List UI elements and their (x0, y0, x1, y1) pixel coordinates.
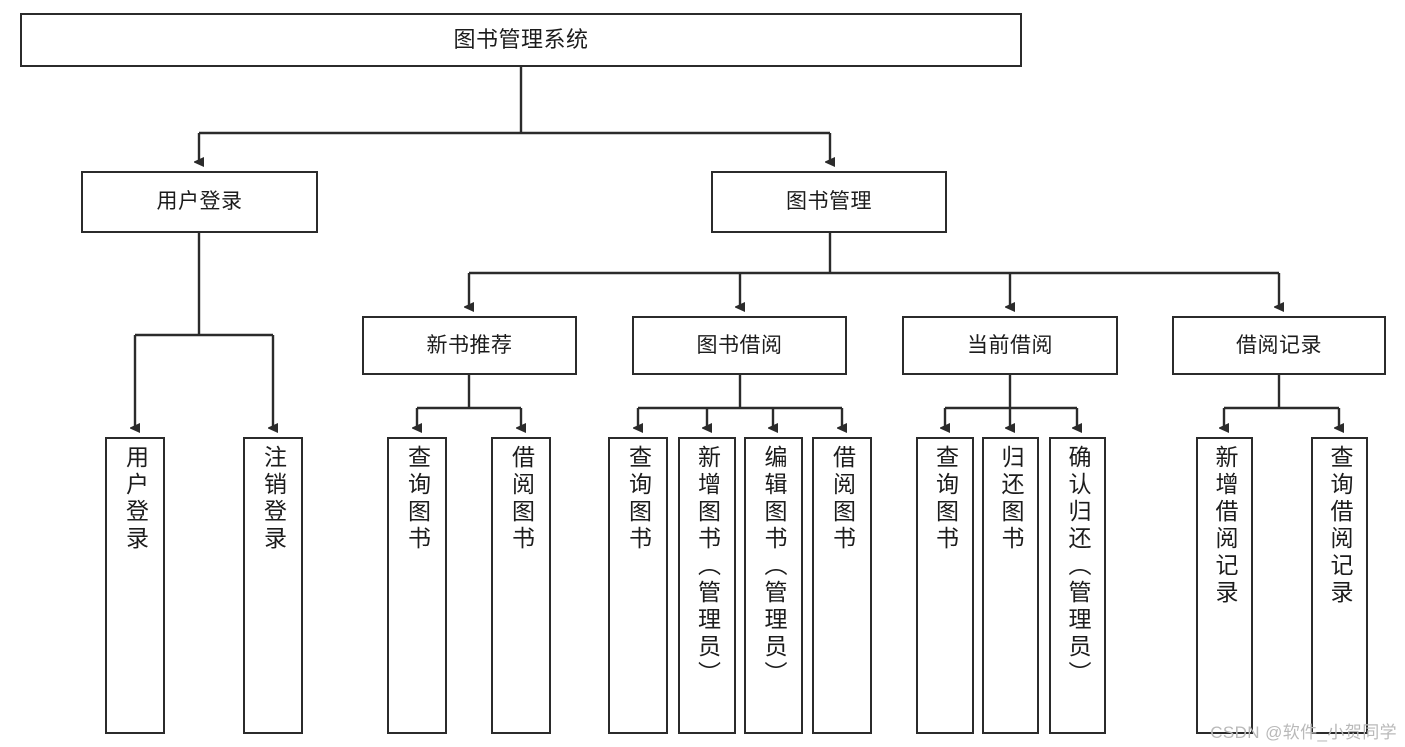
node-leaf-edit-book-label: 编辑图书（管理员） (761, 445, 787, 688)
node-leaf-confirm-return[interactable]: 确认归还（管理员） (1049, 437, 1106, 734)
node-user-login-label: 用户登录 (156, 190, 243, 214)
node-leaf-borrow-book-2[interactable]: 借阅图书 (812, 437, 872, 734)
node-book-borrow[interactable]: 图书借阅 (632, 316, 847, 375)
node-leaf-logout-label: 注销登录 (260, 445, 287, 553)
node-leaf-query-book-2[interactable]: 查询图书 (608, 437, 668, 734)
node-leaf-return-book[interactable]: 归还图书 (982, 437, 1039, 734)
node-leaf-query-book-3[interactable]: 查询图书 (916, 437, 974, 734)
node-user-login[interactable]: 用户登录 (81, 171, 318, 233)
node-leaf-confirm-return-label: 确认归还（管理员） (1065, 445, 1091, 688)
node-leaf-edit-book[interactable]: 编辑图书（管理员） (744, 437, 803, 734)
node-borrow-record-label: 借阅记录 (1236, 333, 1322, 357)
node-leaf-query-record-label: 查询借阅记录 (1327, 445, 1353, 607)
node-root-label: 图书管理系统 (453, 26, 589, 52)
node-current-borrow[interactable]: 当前借阅 (902, 316, 1118, 375)
node-new-book-recommend[interactable]: 新书推荐 (362, 316, 577, 375)
node-leaf-user-login-label: 用户登录 (122, 445, 149, 553)
node-leaf-return-book-label: 归还图书 (998, 445, 1024, 553)
node-leaf-add-record[interactable]: 新增借阅记录 (1196, 437, 1253, 734)
node-leaf-query-book-1-label: 查询图书 (404, 445, 431, 553)
node-root[interactable]: 图书管理系统 (20, 13, 1022, 67)
node-leaf-borrow-book-1-label: 借阅图书 (508, 445, 535, 553)
node-leaf-query-book-3-label: 查询图书 (932, 445, 959, 553)
node-leaf-query-record[interactable]: 查询借阅记录 (1311, 437, 1368, 734)
node-current-borrow-label: 当前借阅 (967, 333, 1053, 357)
node-leaf-query-book-2-label: 查询图书 (625, 445, 652, 553)
node-leaf-query-book-1[interactable]: 查询图书 (387, 437, 447, 734)
node-leaf-logout[interactable]: 注销登录 (243, 437, 303, 734)
node-new-book-recommend-label: 新书推荐 (426, 333, 513, 357)
node-borrow-record[interactable]: 借阅记录 (1172, 316, 1386, 375)
node-leaf-borrow-book-2-label: 借阅图书 (829, 445, 856, 553)
node-leaf-add-record-label: 新增借阅记录 (1212, 445, 1238, 607)
node-leaf-add-book-label: 新增图书（管理员） (694, 445, 721, 688)
node-book-management[interactable]: 图书管理 (711, 171, 947, 233)
node-leaf-user-login[interactable]: 用户登录 (105, 437, 165, 734)
node-book-management-label: 图书管理 (786, 190, 872, 214)
node-leaf-add-book[interactable]: 新增图书（管理员） (678, 437, 736, 734)
watermark: CSDN @软件_小贺同学 (1210, 723, 1397, 742)
node-leaf-borrow-book-1[interactable]: 借阅图书 (491, 437, 551, 734)
node-book-borrow-label: 图书借阅 (696, 333, 783, 357)
